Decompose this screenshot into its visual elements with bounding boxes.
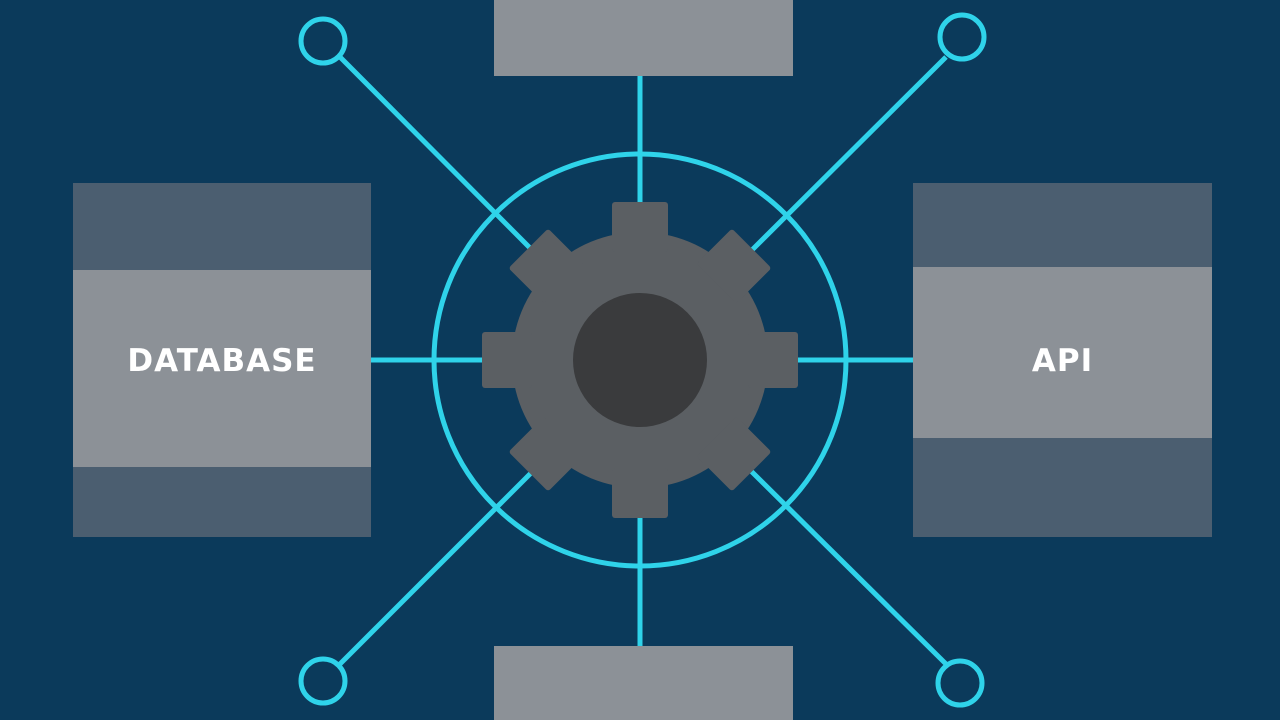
- gear-icon: [482, 202, 798, 518]
- node-bottom-left: [298, 656, 348, 706]
- connector-top-left: [338, 55, 534, 252]
- node-bottom-right: [935, 658, 985, 708]
- gear-hub: [573, 293, 707, 427]
- connector-bottom-left: [338, 470, 534, 666]
- connector-lines: [338, 55, 948, 666]
- connector-top-right: [748, 55, 948, 254]
- api-box: [913, 183, 1212, 537]
- top-box: [494, 0, 793, 76]
- orbit-ring: [431, 151, 849, 569]
- database-label: DATABASE: [127, 343, 317, 379]
- node-top-right: [937, 12, 987, 62]
- connector-bottom-right: [748, 468, 948, 666]
- node-top-left: [298, 16, 348, 66]
- database-box: [73, 183, 371, 537]
- api-label: API: [1031, 343, 1094, 379]
- bottom-box: [494, 646, 793, 720]
